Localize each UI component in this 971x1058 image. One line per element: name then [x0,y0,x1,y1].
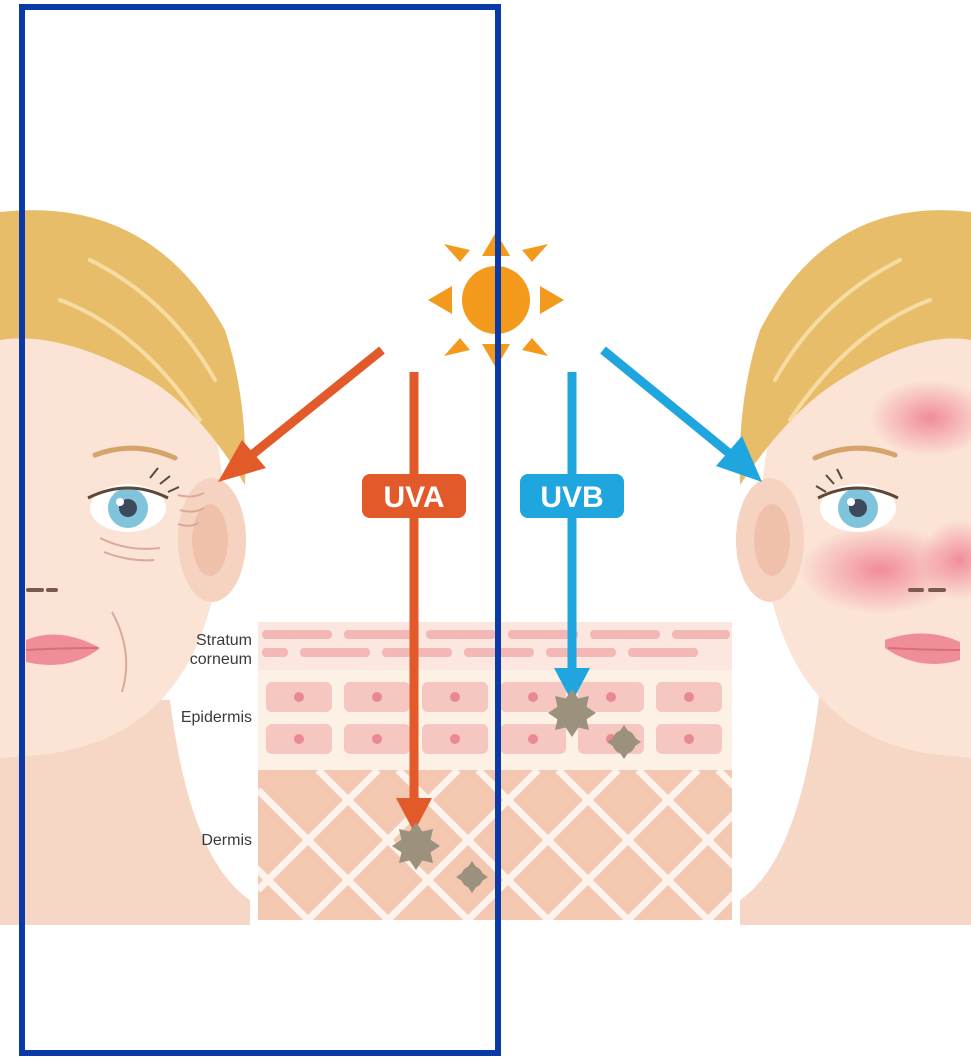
epidermis-label: Epidermis [181,709,252,726]
uva-label: UVA [383,481,444,514]
right-face-sunburned [736,210,971,925]
dermis-label: Dermis [201,832,252,849]
left-face-aged [0,210,250,925]
dermis-damage-spot-large [392,822,440,870]
stratum-corneum-label-line1: Stratum [196,632,252,649]
uva-diagonal-arrow [248,350,382,458]
epidermis-damage-spot-large [548,689,596,737]
uvb-label: UVB [540,481,603,514]
stratum-corneum-label-line2: corneum [190,651,252,668]
uvb-diagonal-arrow [603,350,735,458]
